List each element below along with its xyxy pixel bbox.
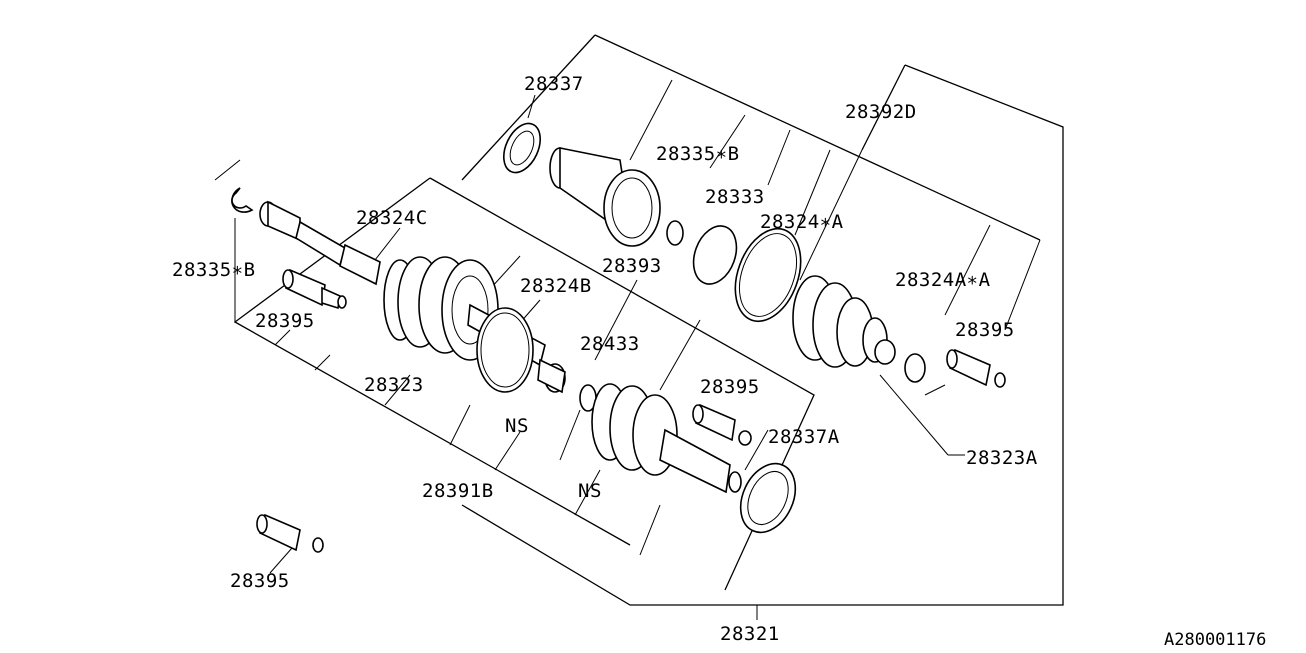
part-labels: 28337 28392D 28335∗B 28333 28324∗A 28324… <box>172 73 1266 650</box>
circlip-top <box>666 220 684 246</box>
label-28333: 28333 <box>705 186 765 208</box>
band-clamp-28324B <box>476 307 534 393</box>
seal-28337A <box>739 462 797 534</box>
label-28392D: 28392D <box>845 101 917 123</box>
clip-28324A-A <box>904 353 946 396</box>
label-28391B: 28391B <box>422 480 494 502</box>
leader-lines <box>234 79 1041 620</box>
label-28337A: 28337A <box>768 426 840 448</box>
label-28395-bottom: 28395 <box>230 570 290 592</box>
label-28337: 28337 <box>524 73 584 95</box>
label-28324A-star: 28324∗A <box>760 211 844 233</box>
label-28321: 28321 <box>720 623 780 645</box>
label-28324B: 28324B <box>520 275 592 297</box>
cv-joint-housing <box>549 147 661 247</box>
grease-cap-mid <box>692 403 752 446</box>
label-28324A-A: 28324A∗A <box>895 269 991 291</box>
band-28324A <box>734 227 802 323</box>
grease-cap-bottom <box>256 513 324 553</box>
label-28433: 28433 <box>580 333 640 355</box>
label-28395-left: 28395 <box>255 310 315 332</box>
label-28335B-top: 28335∗B <box>656 143 740 165</box>
label-28395-mid: 28395 <box>700 376 760 398</box>
label-28395-right: 28395 <box>955 319 1015 341</box>
grease-cap-left <box>282 268 347 310</box>
reference-code: A280001176 <box>1164 630 1266 650</box>
seal-28337 <box>503 122 541 174</box>
label-28393: 28393 <box>602 255 662 277</box>
outer-boot-right <box>792 275 896 368</box>
label-NS-2: NS <box>578 480 602 502</box>
label-28335B-left: 28335∗B <box>172 259 256 281</box>
ring-28333 <box>692 225 738 285</box>
label-28324C: 28324C <box>356 207 428 229</box>
label-28323: 28323 <box>364 374 424 396</box>
outer-boot-lower <box>591 383 742 494</box>
label-28323A: 28323A <box>966 447 1038 469</box>
bracket-outlines <box>233 34 1064 606</box>
label-NS-1: NS <box>505 415 529 437</box>
grease-cap-right <box>946 348 1006 388</box>
inner-shaft <box>259 200 381 286</box>
clip-left <box>214 159 254 213</box>
